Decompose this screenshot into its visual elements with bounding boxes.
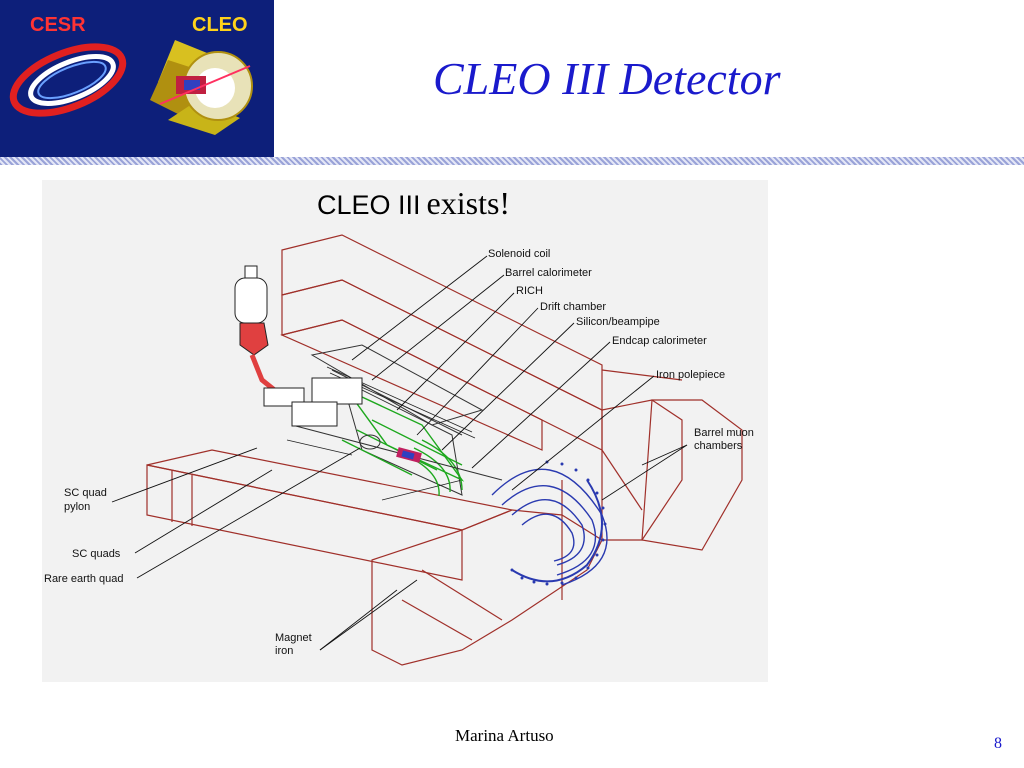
label-rich: RICH bbox=[516, 285, 543, 297]
slide-title: CLEO III Detector bbox=[433, 53, 781, 104]
cesr-cleo-logo: CESR CLEO bbox=[0, 0, 274, 157]
label-barrel-muon-2: chambers bbox=[694, 440, 743, 452]
logo-artwork bbox=[9, 40, 253, 135]
label-sc-quad-pylon-1: SC quad bbox=[64, 487, 107, 499]
header-divider bbox=[0, 157, 1024, 165]
detector-cutaway-drawing: Solenoid coil Barrel calorimeter RICH Dr… bbox=[44, 234, 754, 666]
label-sc-quads: SC quads bbox=[72, 548, 121, 560]
label-iron-polepiece: Iron polepiece bbox=[656, 369, 725, 381]
label-barrel-calorimeter: Barrel calorimeter bbox=[505, 267, 592, 279]
label-magnet-iron-2: iron bbox=[275, 645, 293, 657]
cesr-logo-text: CESR bbox=[30, 14, 86, 36]
label-sc-quad-pylon-2: pylon bbox=[64, 501, 90, 513]
page-number: 8 bbox=[994, 735, 1002, 752]
label-silicon-beampipe: Silicon/beampipe bbox=[576, 316, 660, 328]
label-magnet-iron-1: Magnet bbox=[275, 632, 312, 644]
cleo-logo-text: CLEO bbox=[192, 14, 248, 36]
figure-heading-exists: exists! bbox=[426, 185, 511, 221]
label-endcap-calorimeter: Endcap calorimeter bbox=[612, 335, 707, 347]
label-rare-earth-quad: Rare earth quad bbox=[44, 573, 124, 585]
label-drift-chamber: Drift chamber bbox=[540, 301, 606, 313]
label-barrel-muon-1: Barrel muon bbox=[694, 427, 754, 439]
label-solenoid-coil: Solenoid coil bbox=[488, 248, 550, 260]
detector-figure: Solenoid coil Barrel calorimeter RICH Dr… bbox=[42, 180, 768, 682]
footer-author: Marina Artuso bbox=[455, 726, 554, 745]
figure-heading-cleo3: CLEO III bbox=[317, 190, 421, 220]
